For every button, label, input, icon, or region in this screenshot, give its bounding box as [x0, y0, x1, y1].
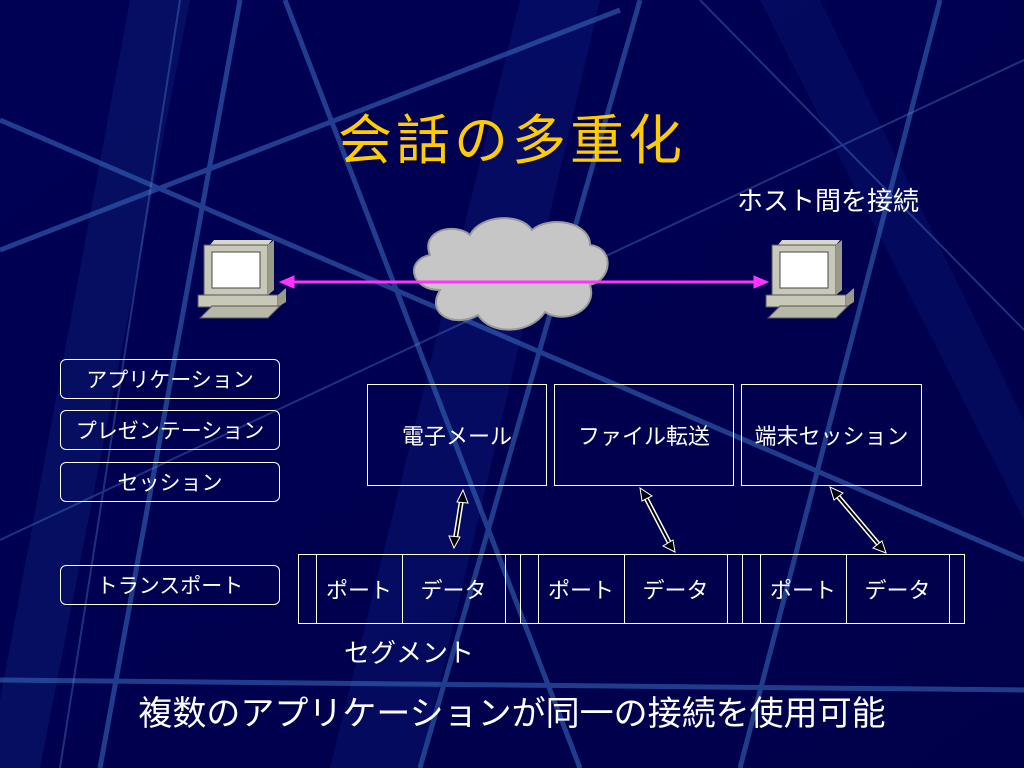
- network-cloud-icon: [413, 217, 609, 331]
- app-email: 電子メール: [367, 384, 547, 486]
- file-transfer-arrow: [639, 486, 676, 553]
- app-terminal-session: 端末セッション: [741, 384, 922, 486]
- app-file-transfer: ファイル転送: [554, 384, 734, 486]
- segment-2-port: ポート: [547, 579, 614, 604]
- segment-3-port: ポート: [769, 579, 836, 604]
- layer-application: アプリケーション: [60, 359, 280, 399]
- layer-transport: トランスポート: [60, 565, 280, 605]
- segment-1-port: ポート: [325, 579, 392, 604]
- host-connection-arrow: [278, 275, 770, 289]
- segment-1-data: データ: [420, 579, 487, 604]
- segment-label: セグメント: [344, 639, 475, 669]
- computer-right-icon: [765, 240, 854, 319]
- layer-session: セッション: [60, 462, 280, 502]
- layer-presentation: プレゼンテーション: [60, 410, 280, 450]
- terminal-session-arrow: [829, 486, 887, 554]
- email-arrow: [448, 488, 469, 550]
- slide-title: 会話の多重化: [338, 109, 686, 172]
- segment-2-data: データ: [642, 579, 709, 604]
- host-connection-caption: ホスト間を接続: [737, 187, 920, 217]
- segment-strip: ポート データ ポート データ ポート データ: [298, 554, 965, 624]
- computer-left-icon: [197, 240, 286, 319]
- footer-statement: 複数のアプリケーションが同一の接続を使用可能: [138, 694, 886, 734]
- segment-3-data: データ: [864, 579, 931, 604]
